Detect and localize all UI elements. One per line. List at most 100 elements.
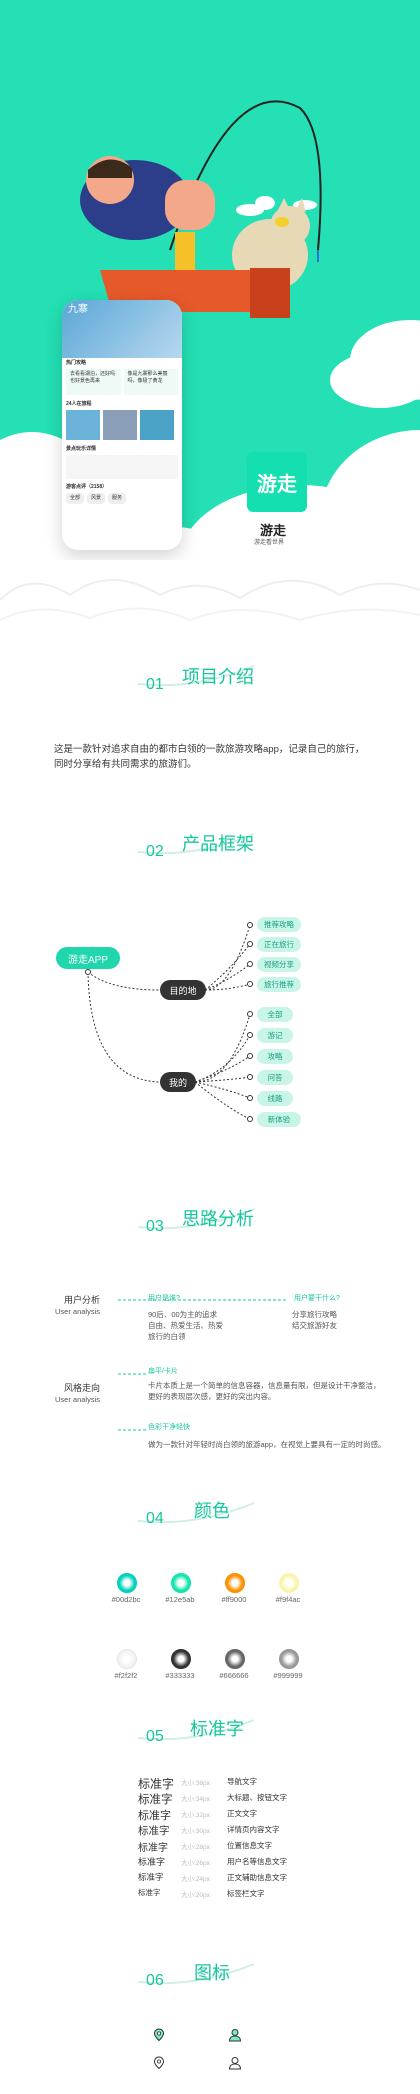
mindmap-root: 游走APP bbox=[56, 947, 120, 969]
typography-sample: 标准字 bbox=[138, 1888, 161, 1897]
typography-usage: 用户名等信息文字 bbox=[227, 1857, 287, 1866]
typography-sample: 标准字 bbox=[138, 1794, 173, 1806]
color-swatch bbox=[279, 1649, 299, 1669]
section-swoosh bbox=[137, 833, 255, 855]
color-swatch bbox=[171, 1649, 191, 1669]
analysis-line: 结交旅游好友 bbox=[292, 1321, 337, 1330]
mindmap-leaf: 攻略 bbox=[257, 1049, 293, 1064]
color-swatch bbox=[225, 1649, 245, 1669]
typography-size: 大小:38px bbox=[181, 1780, 210, 1787]
typography-usage: 详情页内容文字 bbox=[227, 1825, 280, 1834]
user-analysis-title: 用户分析 bbox=[63, 1295, 100, 1305]
analysis-line: 自由、热爱生活、热爱 bbox=[148, 1321, 223, 1330]
section-title: 思路分析 bbox=[182, 1209, 254, 1229]
color-swatch bbox=[225, 1573, 245, 1593]
app-logo-text: 游走 bbox=[257, 473, 297, 496]
section-number: 04 bbox=[146, 1510, 164, 1527]
dashed-line bbox=[118, 1373, 148, 1375]
typography-usage: 正文文字 bbox=[227, 1809, 257, 1818]
analysis-line: 更好的表现层次感，更好的突出内容。 bbox=[148, 1392, 276, 1401]
color-swatch-label: #ff9000 bbox=[221, 1595, 247, 1604]
section-swoosh bbox=[137, 1208, 255, 1230]
location-active-icon bbox=[153, 2028, 165, 2042]
mindmap-node-destination: 目的地 bbox=[160, 980, 206, 1000]
section-title: 标准字 bbox=[190, 1719, 244, 1739]
phone-card[interactable]: 像是九寨那么美丽吗，像极了黄龙 bbox=[123, 369, 178, 395]
analysis-line: 旅行的白领 bbox=[148, 1332, 186, 1341]
color-swatch-label: #999999 bbox=[273, 1671, 303, 1680]
section-number: 06 bbox=[146, 1972, 164, 1989]
section-number: 05 bbox=[146, 1728, 164, 1745]
typography-size: 大小:20px bbox=[181, 1892, 210, 1899]
style-analysis-en: User analysis bbox=[54, 1395, 100, 1404]
user-icon bbox=[228, 2057, 242, 2070]
color-swatch-label: #f9f4ac bbox=[275, 1595, 301, 1604]
analysis-head-color: 色彩干净轻快 bbox=[148, 1424, 190, 1431]
phone-card[interactable]: 去看看湖泊，还好吗也好景色再来 bbox=[66, 369, 121, 395]
analysis-line: 分享旅行攻略 bbox=[292, 1310, 337, 1319]
analysis-who-text: 90后、00为主的追求 自由、热爱生活、热爱 旅行的白领 bbox=[148, 1309, 223, 1342]
analysis-head-need: 用户要干什么? bbox=[294, 1295, 340, 1302]
section-swoosh bbox=[137, 1963, 255, 1985]
color-swatch-label: #12e5ab bbox=[165, 1595, 195, 1604]
analysis-line: 卡片本质上是一个简单的信息容器，信息量有限，但是设计干净整洁， bbox=[148, 1381, 381, 1390]
mindmap-leaf: 旅行推荐 bbox=[257, 977, 301, 992]
phone-section-detail: 景点玩乐详情 bbox=[66, 446, 97, 452]
analysis-color-text: 做为一款针对年轻时尚白领的旅游app，在视觉上要具有一定的时尚感。 bbox=[148, 1440, 386, 1449]
typography-usage: 标签栏文字 bbox=[227, 1889, 265, 1898]
analysis-line: 90后、00为主的追求 bbox=[148, 1310, 218, 1319]
mindmap-leaf: 线路 bbox=[257, 1091, 293, 1106]
phone-photo[interactable] bbox=[66, 410, 100, 440]
user-analysis-en: User analysis bbox=[54, 1307, 100, 1316]
color-swatch-label: #00d2bc bbox=[111, 1595, 141, 1604]
mindmap-leaf: 问答 bbox=[257, 1070, 293, 1085]
typography-sample: 标准字 bbox=[138, 1857, 166, 1867]
phone-mockup: 九寨 热门攻略 去看看湖泊，还好吗也好景色再来 像是九寨那么美丽吗，像极了黄龙 … bbox=[62, 300, 182, 550]
typography-sample: 标准字 bbox=[138, 1843, 168, 1854]
typography-usage: 正文辅助信息文字 bbox=[227, 1873, 287, 1882]
color-swatch-label: #f2f2f2 bbox=[114, 1671, 138, 1680]
typography-size: 大小:30px bbox=[181, 1828, 210, 1835]
section-swoosh bbox=[137, 665, 255, 687]
style-analysis-title: 风格走向 bbox=[63, 1383, 100, 1393]
phone-section-trip: 24人在旅程 bbox=[66, 401, 92, 407]
analysis-need-text: 分享旅行攻略 结交旅游好友 bbox=[292, 1309, 337, 1331]
typography-size: 大小:34px bbox=[181, 1796, 210, 1803]
typography-size: 大小:26px bbox=[181, 1860, 210, 1867]
color-swatch bbox=[171, 1573, 191, 1593]
mindmap-leaf: 全部 bbox=[257, 1007, 293, 1022]
section-title: 产品框架 bbox=[182, 834, 254, 854]
app-logo: 游走 bbox=[247, 452, 307, 512]
section-title: 项目介绍 bbox=[182, 667, 254, 687]
mindmap-lines bbox=[85, 922, 253, 1122]
mindmap-leaf: 新体验 bbox=[257, 1112, 301, 1127]
banner-text: 九寨 bbox=[68, 304, 88, 315]
phone-photo[interactable] bbox=[140, 410, 174, 440]
section-number: 03 bbox=[146, 1218, 164, 1235]
mindmap-leaf: 正在旅行 bbox=[257, 937, 301, 952]
user-active-icon bbox=[228, 2029, 242, 2042]
mindmap-leaf: 视频分享 bbox=[257, 957, 301, 972]
phone-tag[interactable]: 服务 bbox=[108, 493, 127, 504]
cloud-divider bbox=[0, 579, 420, 622]
phone-tag[interactable]: 全部 bbox=[66, 493, 85, 504]
typography-usage: 位置信息文字 bbox=[227, 1841, 272, 1850]
section-swoosh bbox=[137, 1502, 255, 1524]
typography-usage: 大标题、按钮文字 bbox=[227, 1793, 287, 1802]
phone-section-reviews: 游客点评（2158） bbox=[66, 484, 108, 490]
app-name: 游走 bbox=[260, 523, 287, 538]
hero-banner: 九寨 热门攻略 去看看湖泊，还好吗也好景色再来 像是九寨那么美丽吗，像极了黄龙 … bbox=[0, 0, 420, 560]
mindmap-leaf: 游记 bbox=[257, 1028, 293, 1043]
phone-tag[interactable]: 风景 bbox=[87, 493, 106, 504]
section-title: 颜色 bbox=[194, 1501, 230, 1521]
location-icon bbox=[153, 2056, 165, 2070]
typography-sample: 标准字 bbox=[138, 1825, 170, 1837]
typography-size: 大小:28px bbox=[181, 1844, 210, 1851]
phone-photo[interactable] bbox=[103, 410, 137, 440]
dashed-line bbox=[118, 1299, 288, 1301]
user-analysis-label: 用户分析 User analysis bbox=[10, 1295, 100, 1317]
typography-sample: 标准字 bbox=[138, 1872, 164, 1882]
section-number: 02 bbox=[146, 843, 164, 860]
section-swoosh bbox=[137, 1719, 255, 1741]
style-analysis-label: 风格走向 User analysis bbox=[10, 1383, 100, 1405]
